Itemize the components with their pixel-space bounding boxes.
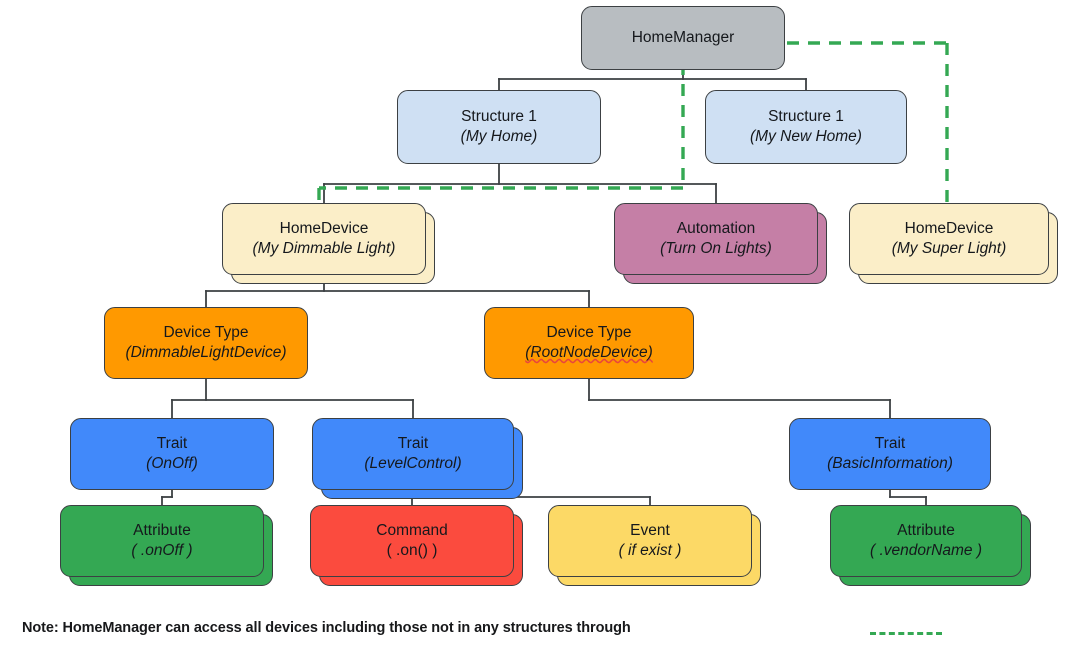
trait-levelcontrol-node-primary-label: Trait <box>397 434 429 452</box>
footer-legend-dashed-line <box>870 632 942 635</box>
homedevice-my-super-light-node-primary-label: HomeDevice <box>904 219 994 237</box>
device-type-dimmablelightdevice-node[interactable]: Device Type (DimmableLightDevice) <box>104 307 308 379</box>
command-on-node[interactable]: Command ( .on() ) <box>310 505 514 577</box>
device-type-rootnodedevice-node[interactable]: Device Type (RootNodeDevice) <box>484 307 694 379</box>
footer-note-text: Note: HomeManager can access all devices… <box>22 620 631 636</box>
command-on-node-primary-label: Command <box>376 521 448 539</box>
device-type-dimmablelightdevice-node-secondary-label: (DimmableLightDevice) <box>125 344 287 361</box>
attribute-vendorname-node-secondary-label: ( .vendorName ) <box>870 542 982 559</box>
structure-my-new-home-node-secondary-label: (My New Home) <box>750 128 862 145</box>
attribute-vendorname-node-primary-label: Attribute <box>897 521 955 539</box>
structure-my-home-node[interactable]: Structure 1 (My Home) <box>397 90 601 164</box>
automation-turn-on-lights-node-primary-label: Automation <box>676 219 756 237</box>
structure-my-home-node-primary-label: Structure 1 <box>461 107 537 125</box>
device-type-rootnodedevice-node-secondary-label: (RootNodeDevice) <box>525 344 653 361</box>
attribute-onoff-node-secondary-label: ( .onOff ) <box>131 542 193 559</box>
device-type-rootnodedevice-node-primary-label: Device Type <box>546 323 632 341</box>
event-if-exist-node-primary-label: Event <box>630 521 670 539</box>
homedevice-my-dimmable-light-node[interactable]: HomeDevice (My Dimmable Light) <box>222 203 426 275</box>
attribute-vendorname-node[interactable]: Attribute ( .vendorName ) <box>830 505 1022 577</box>
device-type-dimmablelightdevice-node-primary-label: Device Type <box>163 323 249 341</box>
command-on-node-secondary-label: ( .on() ) <box>386 542 438 559</box>
homedevice-my-dimmable-light-node-secondary-label: (My Dimmable Light) <box>252 240 396 257</box>
homedevice-my-super-light-node[interactable]: HomeDevice (My Super Light) <box>849 203 1049 275</box>
event-if-exist-node-secondary-label: ( if exist ) <box>618 542 682 559</box>
structure-my-home-node-secondary-label: (My Home) <box>460 128 538 145</box>
trait-levelcontrol-node[interactable]: Trait (LevelControl) <box>312 418 514 490</box>
home-manager-node[interactable]: HomeManager <box>581 6 785 70</box>
home-manager-node-primary-label: HomeManager <box>631 28 735 46</box>
attribute-onoff-node-primary-label: Attribute <box>133 521 191 539</box>
attribute-onoff-node[interactable]: Attribute ( .onOff ) <box>60 505 264 577</box>
trait-onoff-node-primary-label: Trait <box>156 434 188 452</box>
trait-levelcontrol-node-secondary-label: (LevelControl) <box>364 455 462 472</box>
event-if-exist-node[interactable]: Event ( if exist ) <box>548 505 752 577</box>
structure-my-new-home-node-primary-label: Structure 1 <box>768 107 844 125</box>
trait-basicinformation-node-secondary-label: (BasicInformation) <box>827 455 953 472</box>
structure-my-new-home-node[interactable]: Structure 1 (My New Home) <box>705 90 907 164</box>
trait-onoff-node-secondary-label: (OnOff) <box>146 455 198 472</box>
automation-turn-on-lights-node[interactable]: Automation (Turn On Lights) <box>614 203 818 275</box>
homedevice-my-super-light-node-secondary-label: (My Super Light) <box>891 240 1007 257</box>
homedevice-my-dimmable-light-node-primary-label: HomeDevice <box>279 219 369 237</box>
trait-basicinformation-node[interactable]: Trait (BasicInformation) <box>789 418 991 490</box>
automation-turn-on-lights-node-secondary-label: (Turn On Lights) <box>660 240 772 257</box>
trait-onoff-node[interactable]: Trait (OnOff) <box>70 418 274 490</box>
trait-basicinformation-node-primary-label: Trait <box>874 434 906 452</box>
